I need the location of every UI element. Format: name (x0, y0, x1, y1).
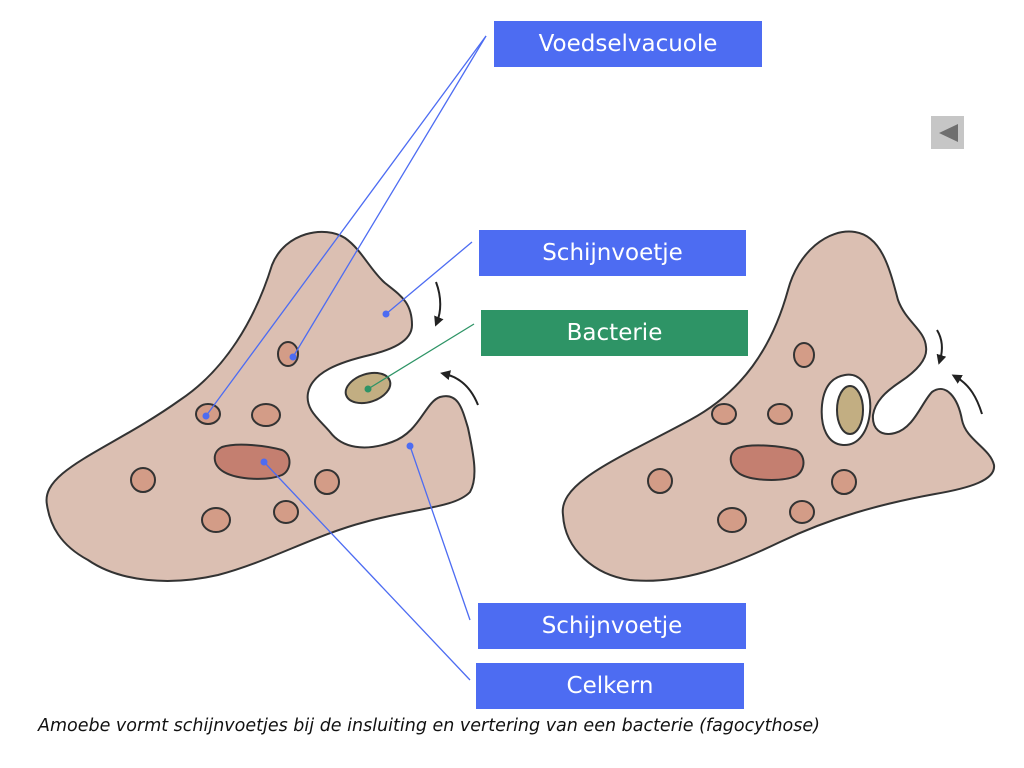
vacuole (793, 342, 815, 368)
vacuole (717, 507, 747, 533)
caption: Amoebe vormt schijnvoetjes bij de inslui… (38, 716, 820, 736)
bacterium-enclosed (836, 385, 864, 435)
pointer-line-bacterium (367, 323, 475, 390)
amoeba-right (561, 230, 996, 582)
vacuole (251, 403, 281, 427)
vacuole (273, 500, 299, 524)
arrow-curve-icon (440, 370, 479, 406)
pointer-line-food-vacuole-1 (292, 35, 487, 358)
vacuole (831, 469, 857, 495)
pointer-lines (202, 35, 487, 681)
pointer-line-pseudopod-top (385, 241, 473, 315)
amoeba-left (45, 230, 479, 582)
arrow-down-icon (936, 329, 947, 365)
nucleus (729, 444, 805, 481)
vacuole (314, 469, 340, 495)
pointer-dot (202, 412, 210, 420)
pointer-dot (260, 458, 268, 466)
pointer-line-nucleus (263, 461, 471, 681)
vacuole (711, 403, 737, 425)
pointer-dot (406, 442, 414, 450)
label-pseudopod-top: Schijnvoetje (479, 230, 746, 276)
back-triangle-icon (938, 123, 958, 142)
label-bacterium: Bacterie (481, 310, 748, 356)
pointer-dot (289, 353, 297, 361)
pointer-dot (382, 310, 390, 318)
pointer-line-pseudopod-bottom (409, 445, 471, 621)
pointer-dot (364, 385, 372, 393)
label-food-vacuole: Voedselvacuole (494, 21, 762, 67)
back-button[interactable] (931, 116, 964, 149)
arrow-down-icon (434, 281, 444, 327)
vacuole (201, 507, 231, 533)
pointer-line-food-vacuole-2 (205, 35, 487, 417)
vacuole (647, 468, 673, 494)
vacuole (130, 467, 156, 493)
vacuole (789, 500, 815, 524)
nucleus (213, 443, 291, 480)
label-pseudopod-bottom: Schijnvoetje (478, 603, 746, 649)
arrow-curve-icon (951, 374, 983, 415)
label-nucleus: Celkern (476, 663, 744, 709)
vacuole (767, 403, 793, 425)
